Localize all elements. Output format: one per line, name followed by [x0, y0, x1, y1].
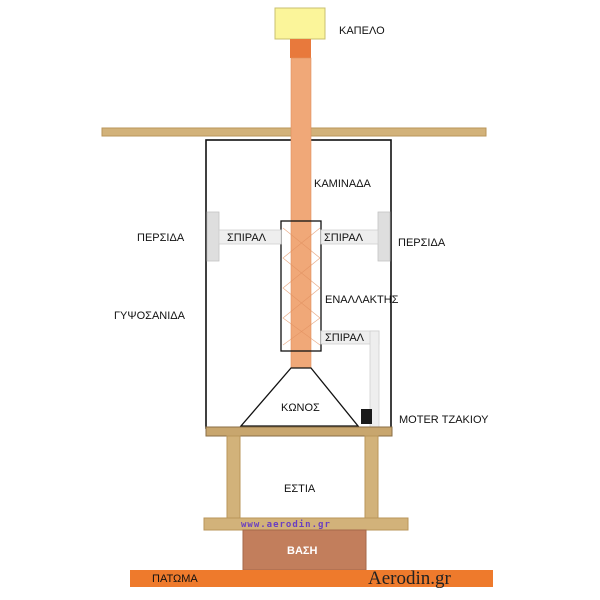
label-website: www.aerodin.gr — [241, 519, 331, 530]
enclosure-bottom-beam — [205, 426, 393, 437]
label-spiral-left: ΣΠΙΡΑΛ — [227, 232, 267, 244]
label-persida-right: ΠΕΡΣΙΔΑ — [398, 237, 446, 249]
label-kaminada: ΚΑΜΙΝΑΔΑ — [314, 178, 372, 190]
exchanger-coil — [282, 227, 321, 346]
cap-pipe-top — [290, 39, 311, 58]
hearth-leg-left — [226, 435, 241, 519]
cap-box — [274, 7, 326, 40]
label-gypsosanida: ΓΥΨΟΣΑΝΙΔΑ — [114, 310, 186, 322]
label-vasi: ΒΑΣΗ — [287, 545, 317, 557]
chimney-pipe — [290, 57, 312, 371]
spiral-duct-right — [320, 229, 379, 245]
label-spiral-right: ΣΠΙΡΑΛ — [324, 232, 364, 244]
label-kapelo: ΚΑΠΕΛΟ — [339, 25, 385, 37]
exchanger-coil-2 — [282, 227, 321, 346]
hearth-leg-right — [364, 435, 379, 519]
fireplace-motor — [361, 409, 372, 424]
spiral-duct-left — [218, 229, 282, 245]
label-enallaktis: ΕΝΑΛΛΑΚΤΗΣ — [325, 294, 399, 306]
vent-right — [377, 211, 391, 262]
label-patoma: ΠΑΤΩΜΑ — [152, 573, 198, 585]
label-konos: ΚΩΝΟΣ — [281, 402, 320, 414]
base-block — [242, 529, 367, 571]
vent-left — [206, 211, 220, 262]
label-persida-left: ΠΕΡΣΙΔΑ — [137, 232, 185, 244]
label-estia: ΕΣΤΙΑ — [284, 483, 316, 495]
cone — [239, 367, 360, 427]
floor-strip — [130, 570, 493, 587]
label-moter: MOTER ΤΖΑΚΙΟΥ — [399, 414, 489, 426]
heat-exchanger — [280, 220, 322, 352]
label-brand: Aerodin.gr — [368, 568, 452, 589]
label-spiral-lower: ΣΠΙΡΑΛ — [325, 332, 365, 344]
